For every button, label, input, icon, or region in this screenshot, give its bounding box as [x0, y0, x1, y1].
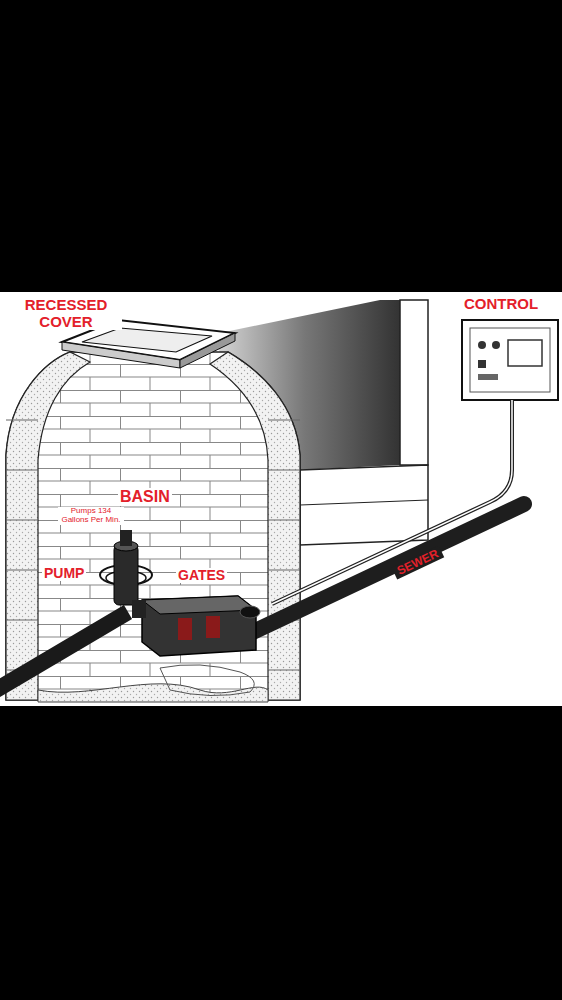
part-label: GATES: [176, 568, 227, 583]
part-label: BASIN: [118, 488, 172, 506]
discharge-pipe: [0, 612, 128, 690]
part-label: RECESSED COVER: [10, 297, 122, 330]
footing: [300, 465, 428, 545]
pump-body: [114, 545, 138, 605]
basin-wall: [6, 352, 300, 700]
part-label: CONTROL: [462, 296, 540, 313]
sewer-pipe: [236, 504, 524, 640]
floor: [38, 684, 268, 702]
gate-box: [142, 596, 256, 656]
part-label: PUMP: [42, 566, 86, 581]
wall: [400, 300, 428, 465]
note: Pumps 134 Gallons Per Min.: [58, 507, 124, 525]
control-box: [462, 320, 558, 400]
